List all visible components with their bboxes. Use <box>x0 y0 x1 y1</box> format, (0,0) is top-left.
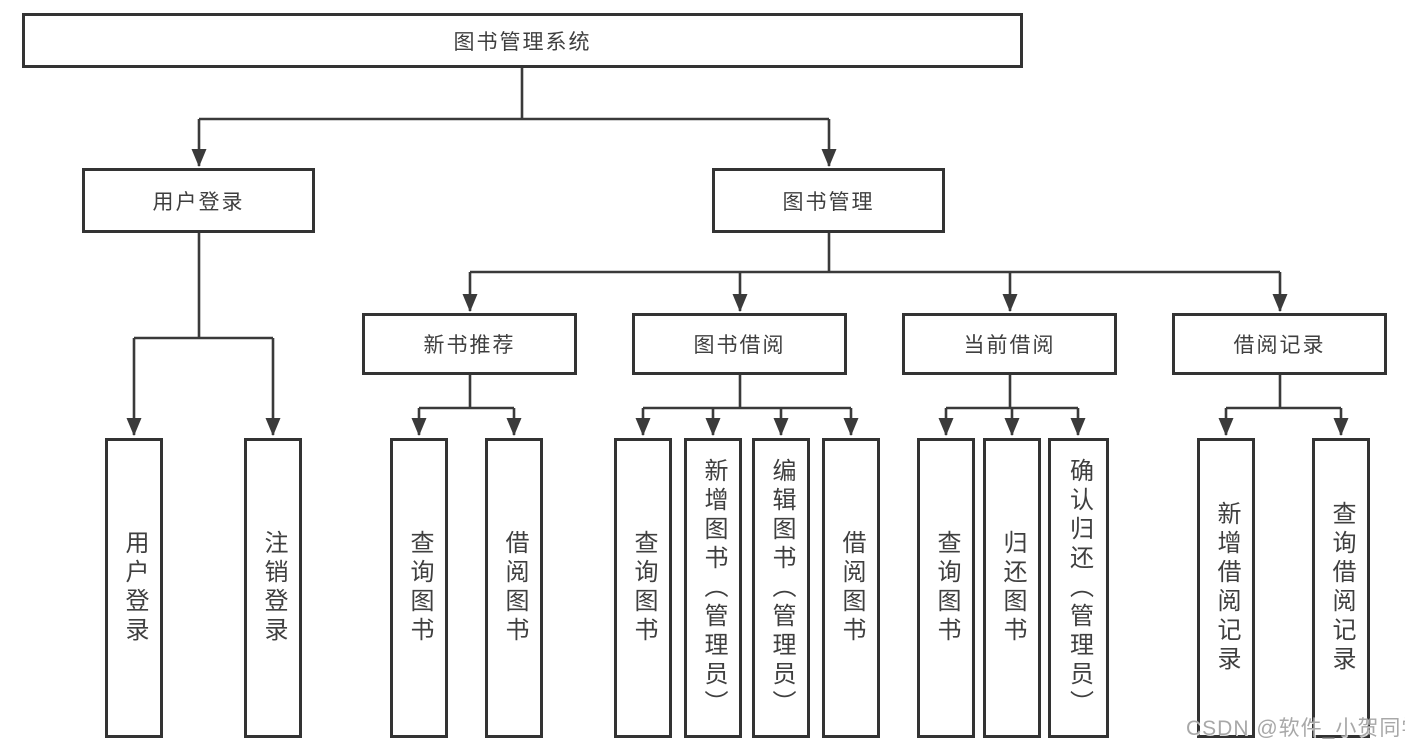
leaf-label: 新增借阅记录 <box>1213 501 1240 675</box>
node-root: 图书管理系统 <box>22 13 1023 68</box>
node-book-borrow: 图书借阅 <box>632 313 847 375</box>
node-leaf-borrow-book-1: 借阅图书 <box>485 438 543 738</box>
node-leaf-query-book-3: 查询图书 <box>917 438 975 738</box>
leaf-label: 借阅图书 <box>838 530 865 646</box>
csdn-watermark: CSDN @软件_小贺同学 <box>1186 717 1405 740</box>
node-borrow-record: 借阅记录 <box>1172 313 1387 375</box>
node-book-management: 图书管理 <box>712 168 945 233</box>
node-user-login: 用户登录 <box>82 168 315 233</box>
leaf-label: 归还图书 <box>999 530 1026 646</box>
node-leaf-user-login: 用户登录 <box>105 438 163 738</box>
node-new-book-recommend: 新书推荐 <box>362 313 577 375</box>
leaf-label: 编辑图书（管理员） <box>768 457 795 719</box>
leaf-label: 用户登录 <box>121 530 148 646</box>
node-leaf-confirm-return-admin: 确认归还（管理员） <box>1048 438 1109 738</box>
leaf-label: 查询图书 <box>406 530 433 646</box>
leaf-label: 查询图书 <box>630 530 657 646</box>
leaf-label: 注销登录 <box>260 530 287 646</box>
node-current-borrow: 当前借阅 <box>902 313 1117 375</box>
node-leaf-query-book-1: 查询图书 <box>390 438 448 738</box>
leaf-label: 查询图书 <box>933 530 960 646</box>
node-leaf-borrow-book-2: 借阅图书 <box>822 438 880 738</box>
node-leaf-query-book-2: 查询图书 <box>614 438 672 738</box>
node-leaf-return-book: 归还图书 <box>983 438 1041 738</box>
node-leaf-edit-book-admin: 编辑图书（管理员） <box>752 438 810 738</box>
node-leaf-logout: 注销登录 <box>244 438 302 738</box>
node-leaf-query-borrow-record: 查询借阅记录 <box>1312 438 1370 738</box>
leaf-label: 借阅图书 <box>501 530 528 646</box>
leaf-label: 新增图书（管理员） <box>700 457 727 719</box>
node-leaf-add-borrow-record: 新增借阅记录 <box>1197 438 1255 738</box>
leaf-label: 查询借阅记录 <box>1328 501 1355 675</box>
leaf-label: 确认归还（管理员） <box>1065 457 1093 719</box>
node-leaf-add-book-admin: 新增图书（管理员） <box>684 438 742 738</box>
